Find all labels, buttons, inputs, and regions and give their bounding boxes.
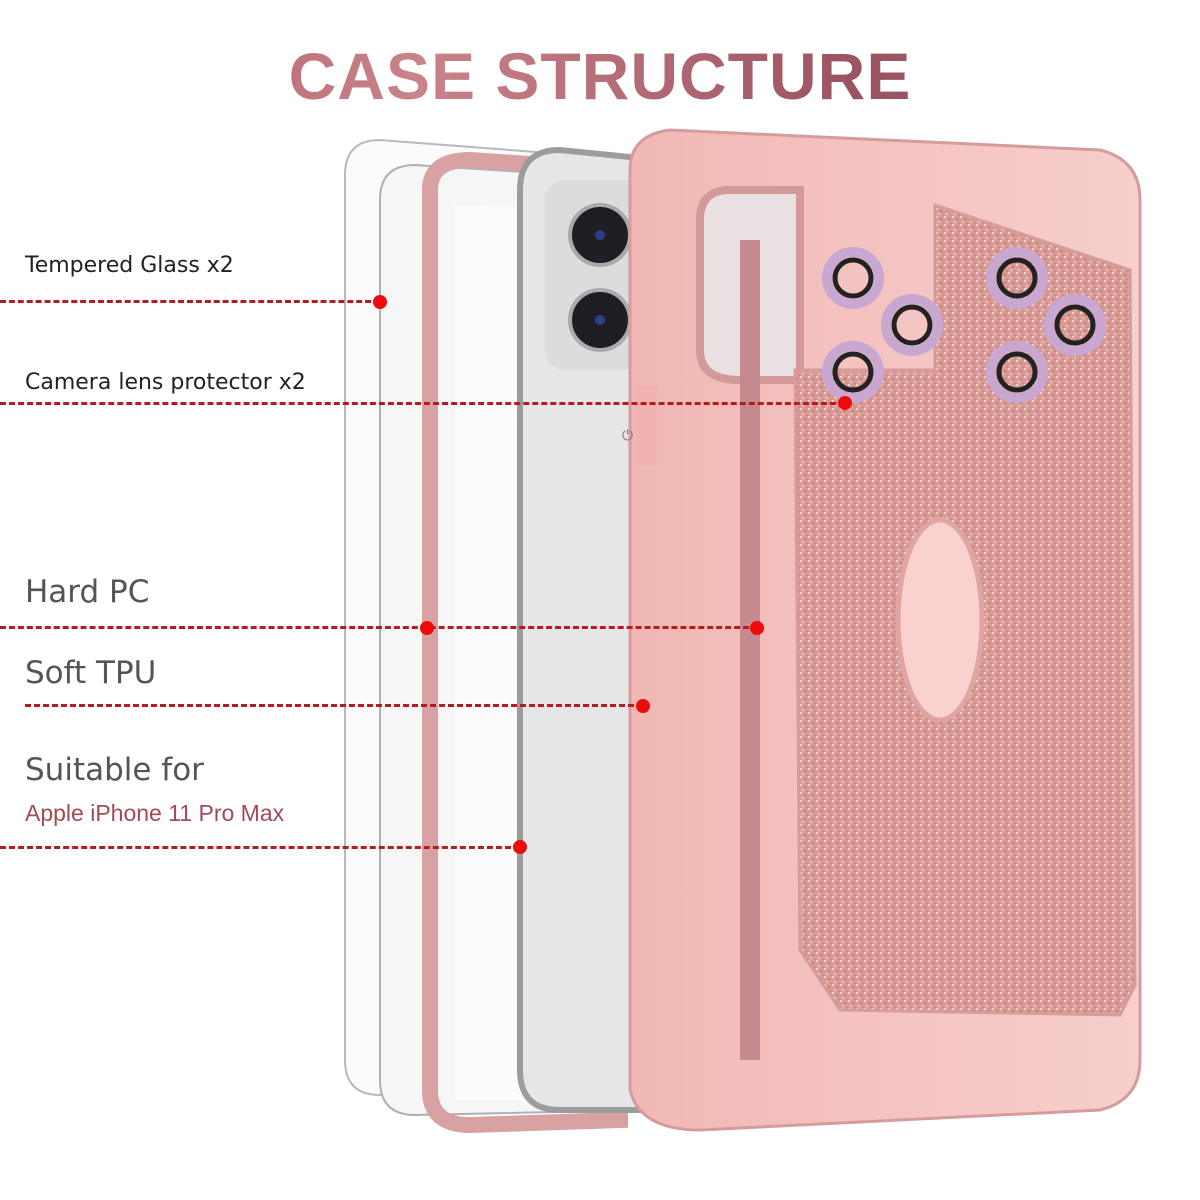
marker-dot-device bbox=[513, 840, 527, 854]
label-soft-tpu: Soft TPU bbox=[25, 655, 157, 691]
glitter-back-plate bbox=[793, 202, 1137, 1017]
label-hard-pc: Hard PC bbox=[25, 574, 150, 610]
label-tempered-glass: Tempered Glass x2 bbox=[25, 253, 234, 278]
label-suitable-for: Suitable for bbox=[25, 752, 204, 788]
page-title: CASE STRUCTURE bbox=[0, 38, 1200, 114]
marker-dot-camera-lens bbox=[838, 396, 852, 410]
label-camera-lens: Camera lens protector x2 bbox=[25, 370, 306, 395]
camera-lens-protectors bbox=[822, 247, 1106, 403]
marker-dot-hard-pc-right bbox=[750, 621, 764, 635]
leader-line-device bbox=[0, 846, 520, 849]
leader-line-camera-lens bbox=[0, 402, 845, 405]
svg-text:⏻: ⏻ bbox=[622, 428, 633, 444]
leader-line-hard-pc bbox=[0, 626, 758, 629]
marker-dot-soft-tpu bbox=[636, 699, 650, 713]
leader-line-tempered-glass bbox=[0, 300, 380, 303]
marker-dot-hard-pc-left bbox=[420, 621, 434, 635]
label-device-model: Apple iPhone 11 Pro Max bbox=[25, 800, 285, 826]
marker-dot-tempered-glass bbox=[373, 295, 387, 309]
leader-line-soft-tpu bbox=[25, 704, 643, 707]
